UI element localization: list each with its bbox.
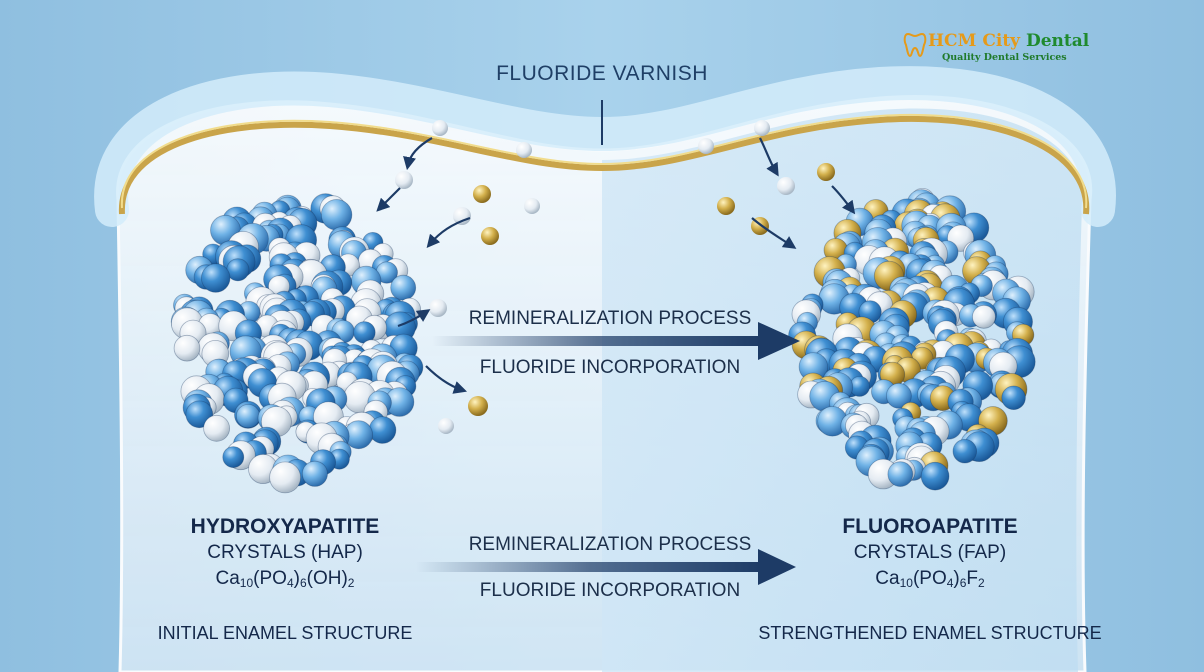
fluoride-ion — [395, 171, 413, 189]
crystal-atom — [301, 460, 328, 487]
incorporation-label-top: FLUORIDE INCORPORATION — [479, 357, 741, 378]
varnish-label: FLUORIDE VARNISH — [496, 62, 708, 85]
fluoride-ion — [698, 138, 714, 154]
crystal-atom — [920, 461, 950, 491]
hydroxyapatite-caption: HYDROXYAPATITE CRYSTALS (HAP) Ca10(PO4)6… — [140, 514, 430, 646]
calcium-ion — [473, 185, 491, 203]
right-crystal-title: FLUOROAPATITE — [842, 515, 1018, 538]
process-arrow-bottom-shaft — [416, 562, 762, 572]
ion-arrow — [403, 137, 433, 171]
brand-logo: HCM City Dental Quality Dental Services — [902, 32, 1089, 63]
logo-tagline: Quality Dental Services — [942, 52, 1067, 63]
crystal-atom — [200, 263, 231, 293]
crystal-atom — [173, 334, 201, 362]
crystal-atom — [1001, 385, 1026, 411]
ion-arrow — [426, 216, 471, 249]
logo-brand-prefix: HCM City — [928, 31, 1021, 51]
fluoroapatite-caption: FLUOROAPATITE CRYSTALS (FAP) Ca10(PO4)6F… — [745, 514, 1115, 646]
free-ions — [395, 120, 835, 434]
crystal-atom — [972, 304, 996, 329]
crystal-atom — [320, 199, 353, 231]
process-label-top: REMINERALIZATION PROCESS — [468, 308, 752, 329]
crystal-atom — [390, 274, 417, 301]
ion-arrow — [759, 137, 779, 177]
calcium-ion — [481, 227, 499, 245]
crystal-atom — [368, 416, 397, 444]
fluoride-ion — [438, 418, 454, 434]
logo-brand-name: HCM City Dental — [902, 32, 1089, 50]
left-crystal-formula: Ca10(PO4)6(OH)2 — [215, 568, 355, 590]
right-crystal-structure: STRENGTHENED ENAMEL STRUCTURE — [758, 623, 1102, 643]
crystal-atom — [236, 403, 261, 429]
crystal-atom — [203, 414, 231, 442]
crystal-atom — [887, 461, 914, 487]
fluoride-ion — [524, 198, 540, 214]
varnish-band-highlight — [120, 114, 1088, 209]
right-crystal-subtitle: CRYSTALS (FAP) — [853, 542, 1007, 563]
logo-brand-suffix: Dental — [1025, 31, 1090, 51]
left-crystal-title: HYDROXYAPATITE — [190, 515, 380, 538]
calcium-ion — [717, 197, 735, 215]
process-label-bottom: REMINERALIZATION PROCESS — [468, 534, 752, 555]
ion-arrows — [376, 137, 856, 394]
process-arrow-top — [432, 322, 800, 360]
ion-arrow — [831, 185, 856, 215]
left-crystal-subtitle: CRYSTALS (HAP) — [207, 542, 363, 563]
fluoride-ion — [777, 177, 795, 195]
crystal-atom — [952, 439, 978, 464]
fluoride-ion — [516, 142, 532, 158]
process-arrow-top-head — [758, 322, 800, 360]
fluoride-ion — [429, 299, 447, 317]
calcium-ion — [468, 396, 488, 416]
varnish-band — [118, 116, 1090, 215]
process-arrow-bottom-head — [758, 549, 796, 585]
ion-arrow — [376, 187, 401, 212]
process-arrow-top-shaft — [432, 336, 762, 346]
fluoride-ion — [453, 207, 471, 225]
right-crystal-formula: Ca10(PO4)6F2 — [875, 568, 985, 590]
fluoride-ion — [754, 120, 770, 136]
ion-arrow — [751, 217, 797, 249]
crystal-atom — [222, 446, 245, 469]
hydroxyapatite-crystal-cluster — [170, 193, 424, 494]
calcium-ion — [817, 163, 835, 181]
fluoroapatite-crystal-cluster — [788, 188, 1036, 491]
ion-arrow — [397, 309, 431, 328]
fluoride-ion — [432, 120, 448, 136]
process-arrow-bottom — [416, 549, 796, 585]
ion-arrow — [425, 365, 468, 394]
logo-tooth-icon — [903, 32, 927, 58]
incorporation-label-bottom: FLUORIDE INCORPORATION — [479, 580, 741, 601]
crystal-atom — [269, 461, 302, 494]
crystal-atom — [886, 382, 912, 409]
left-crystal-structure: INITIAL ENAMEL STRUCTURE — [157, 623, 413, 643]
